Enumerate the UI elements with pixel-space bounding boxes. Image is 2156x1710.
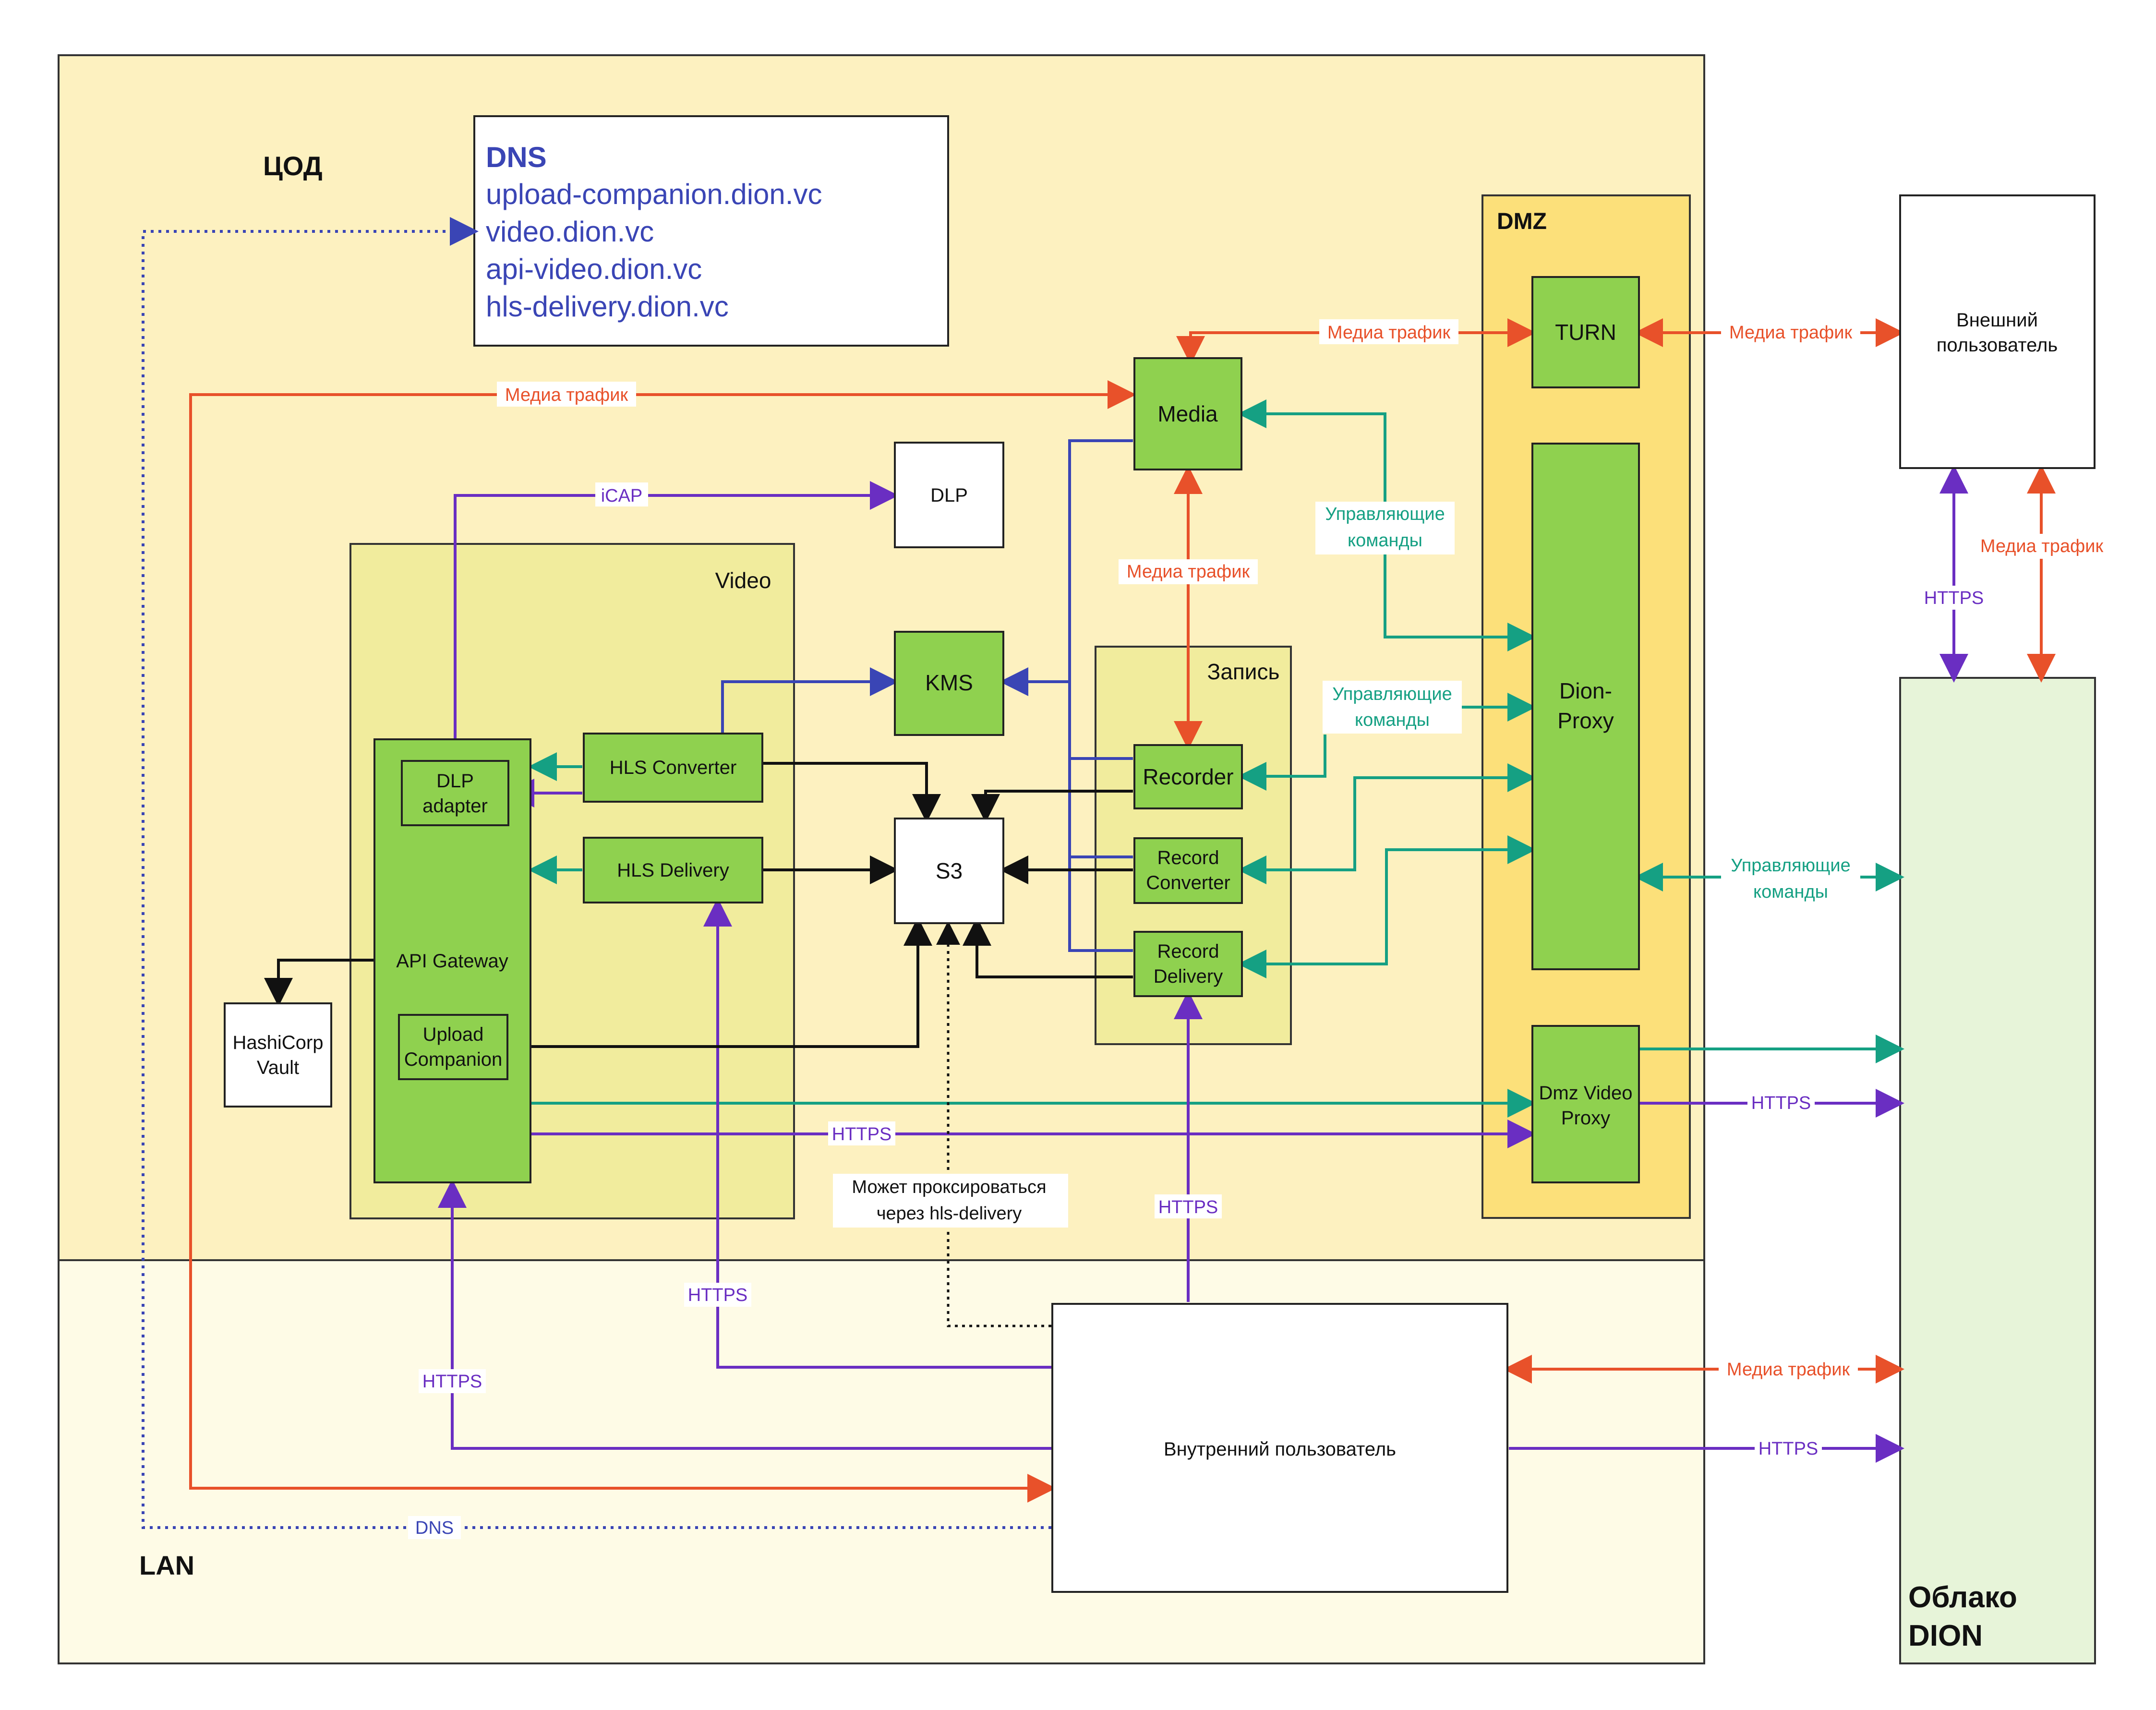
node-kms-label: KMS <box>925 670 973 695</box>
label-https: HTTPS <box>1751 1093 1811 1113</box>
label-control-commands-1: Управляющие <box>1332 684 1452 704</box>
label-https: HTTPS <box>1158 1197 1218 1217</box>
edge-media-kms <box>1000 439 1133 696</box>
label-control-commands-2: команды <box>1348 530 1422 551</box>
zone-dmz-label: DMZ <box>1497 209 1547 234</box>
node-recorder-label: Recorder <box>1143 764 1233 789</box>
node-media-label: Media <box>1157 401 1218 426</box>
node-recorder <box>1133 744 1243 809</box>
dns-entry: api-video.dion.vc <box>486 253 702 285</box>
node-hashicorp-vault-label-2: Vault <box>257 1057 299 1078</box>
label-media-traffic: Медиа трафик <box>1980 536 2104 556</box>
edge-recdelivery-s3 <box>963 917 1133 978</box>
zone-cloud-label-2: DION <box>1908 1619 1983 1652</box>
node-dion-proxy-label-2: Proxy <box>1557 708 1614 733</box>
node-record-converter-label-1: Record <box>1157 847 1219 868</box>
edge-icap <box>454 481 899 759</box>
node-media <box>1133 357 1242 470</box>
node-kms <box>894 631 1004 736</box>
edge-https-internal-hlsdelivery <box>703 898 1051 1369</box>
zone-cloud <box>1899 677 2096 1664</box>
dns-box <box>473 115 949 347</box>
label-control-commands-1: Управляющие <box>1731 855 1850 876</box>
edge-hlsconv-kms <box>721 667 899 734</box>
label-media-traffic: Медиа трафик <box>1327 323 1451 343</box>
node-external-user-label-1: Внешний <box>1956 310 2038 331</box>
node-dmz-video-proxy-label-2: Proxy <box>1561 1108 1610 1129</box>
node-s3 <box>894 818 1004 924</box>
edge-ctrl-delivery <box>1238 835 1536 978</box>
node-dlp <box>894 442 1004 548</box>
dns-title: DNS <box>486 141 547 173</box>
edge-media-lan <box>189 380 1136 1503</box>
label-https: HTTPS <box>422 1372 482 1392</box>
edge-proxy-hint <box>936 921 1051 1327</box>
edges-https <box>438 465 1968 1463</box>
label-https: HTTPS <box>1759 1439 1819 1459</box>
node-internal-user <box>1051 1303 1508 1593</box>
label-https: HTTPS <box>1924 588 1984 608</box>
node-record-delivery-label-1: Record <box>1157 941 1219 962</box>
node-dlp-adapter <box>401 760 509 826</box>
node-internal-user-label: Внутренний пользователь <box>1164 1439 1396 1460</box>
edge-api-vault <box>264 959 373 1007</box>
label-media-traffic: Медиа трафик <box>505 385 628 405</box>
node-hls-delivery <box>583 837 763 903</box>
label-control-commands-2: команды <box>1355 710 1430 730</box>
node-hls-delivery-label: HLS Delivery <box>617 860 729 881</box>
edge-recdelivery-kms <box>1068 759 1133 952</box>
label-media-traffic: Медиа трафик <box>1727 1360 1850 1380</box>
zone-lan-label: LAN <box>139 1550 194 1580</box>
edges-dns-blue <box>142 217 1133 1529</box>
dns-entry: hls-delivery.dion.vc <box>486 290 729 323</box>
label-proxy-note-1: Может проксироваться <box>852 1177 1046 1197</box>
node-upload-companion-label-1: Upload <box>423 1024 484 1045</box>
node-upload-companion <box>398 1014 508 1080</box>
node-record-delivery-label-2: Delivery <box>1154 966 1223 987</box>
label-https: HTTPS <box>832 1124 892 1144</box>
zone-record-label: Запись <box>1207 659 1280 684</box>
node-hashicorp-vault-label-1: HashiCorp <box>233 1032 324 1053</box>
node-turn <box>1531 276 1640 388</box>
node-dlp-adapter-label-1: DLP <box>436 771 474 792</box>
edge-https-internal-api <box>438 1179 1051 1450</box>
edges-storage <box>264 762 1133 1327</box>
node-dlp-adapter-label-2: adapter <box>422 795 488 817</box>
node-hls-converter <box>583 733 763 803</box>
dns-entry: upload-companion.dion.vc <box>486 178 822 210</box>
node-turn-label: TURN <box>1555 320 1616 345</box>
node-upload-companion-label-2: Companion <box>404 1049 503 1070</box>
edge-recorder-s3 <box>971 790 1133 823</box>
label-media-traffic: Медиа трафик <box>1729 323 1853 343</box>
zone-tsod-label: ЦОД <box>263 151 323 181</box>
node-dion-proxy-label-1: Dion- <box>1559 678 1612 703</box>
node-record-converter-label-2: Converter <box>1146 872 1230 893</box>
node-hls-converter-label: HLS Converter <box>610 757 737 778</box>
zone-cloud-label-1: Облако <box>1908 1581 2017 1614</box>
label-control-commands-2: команды <box>1753 882 1828 902</box>
node-external-user-label-2: пользователь <box>1937 335 2058 356</box>
node-record-delivery <box>1133 931 1243 997</box>
zone-video-label: Video <box>715 568 771 593</box>
node-dmz-video-proxy <box>1531 1025 1640 1183</box>
label-dns: DNS <box>415 1518 454 1538</box>
edge-hlsconv-s3 <box>763 762 941 823</box>
node-dlp-label: DLP <box>930 485 968 506</box>
node-external-user <box>1899 194 2096 469</box>
label-media-traffic: Медиа трафик <box>1127 562 1250 582</box>
label-https: HTTPS <box>688 1285 748 1305</box>
node-api-gateway-label: API Gateway <box>396 951 508 972</box>
dns-entry: video.dion.vc <box>486 216 654 248</box>
label-control-commands-1: Управляющие <box>1325 504 1445 524</box>
node-s3-label: S3 <box>936 858 963 883</box>
node-record-converter <box>1133 837 1243 904</box>
edge-dns-lookup <box>142 217 1051 1529</box>
node-dion-proxy <box>1531 443 1640 970</box>
node-dmz-video-proxy-label-1: Dmz Video <box>1539 1083 1633 1104</box>
label-icap: iCAP <box>601 486 643 506</box>
edge-upload-s3 <box>508 917 932 1048</box>
label-proxy-note-2: через hls-delivery <box>877 1204 1022 1224</box>
node-hashicorp-vault <box>224 1002 332 1108</box>
